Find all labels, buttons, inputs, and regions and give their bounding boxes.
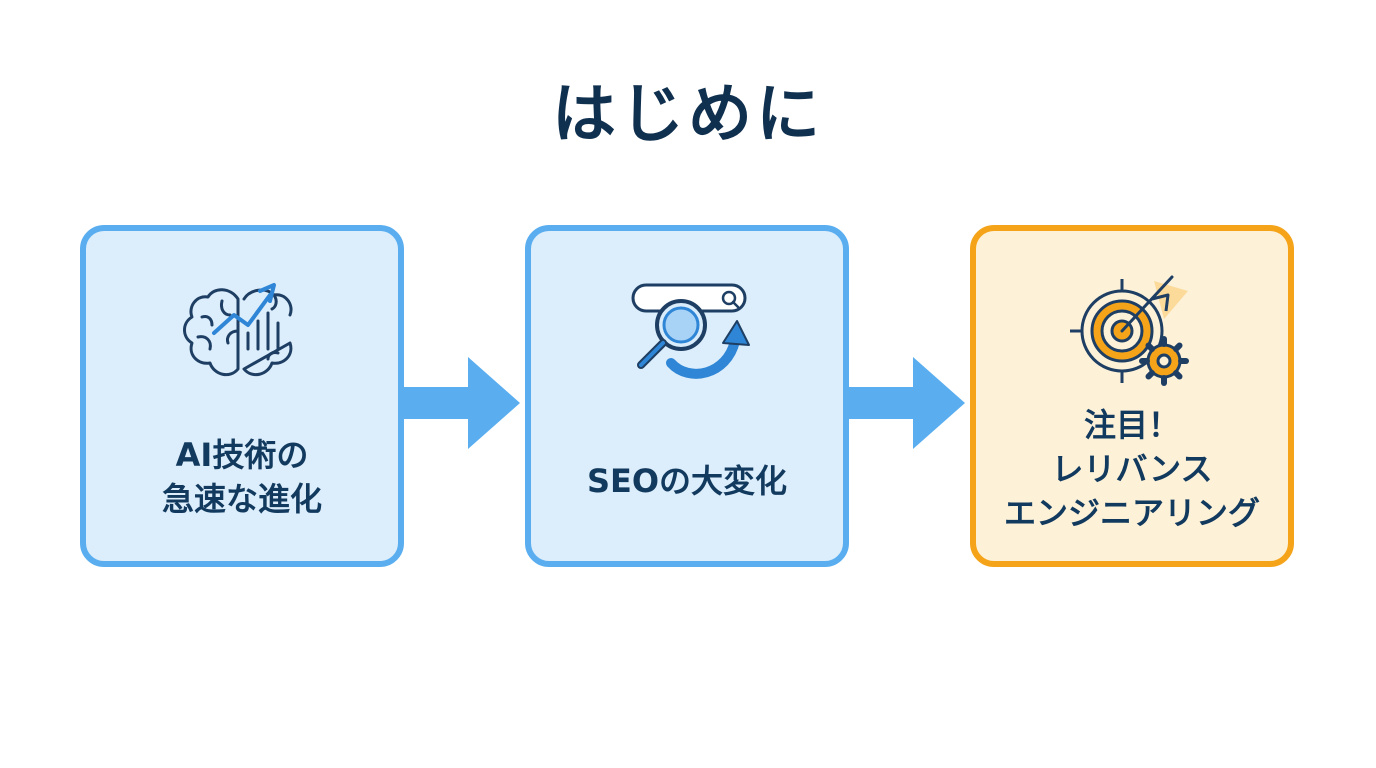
target-gear-icon	[1070, 275, 1189, 386]
step-label-line: エンジニアリング	[1003, 494, 1260, 532]
step-label-line: SEOの大変化	[586, 462, 788, 500]
flow-arrow-right-icon	[402, 357, 520, 449]
step-label-line: AI技術の	[175, 436, 309, 474]
step-card-seo-change: SEOの大変化	[525, 225, 849, 567]
step-card-ai-evolution: AI技術の 急速な進化	[80, 225, 404, 567]
step-label-line: 急速な進化	[161, 480, 322, 518]
step-label: SEOの大変化	[531, 459, 843, 503]
step-label-line: レリバンス	[1051, 450, 1213, 488]
step-label-line: 注目！	[1083, 406, 1180, 444]
step-card-relevance-engineering: 注目！ レリバンス エンジニアリング	[970, 225, 1294, 567]
step-label: AI技術の 急速な進化	[86, 433, 398, 521]
flow-arrow-right-icon	[847, 357, 965, 449]
search-arrow-icon	[631, 283, 750, 379]
brain-chart-icon	[183, 283, 293, 377]
step-label: 注目！ レリバンス エンジニアリング	[976, 403, 1288, 535]
page-title: はじめに	[552, 78, 824, 152]
